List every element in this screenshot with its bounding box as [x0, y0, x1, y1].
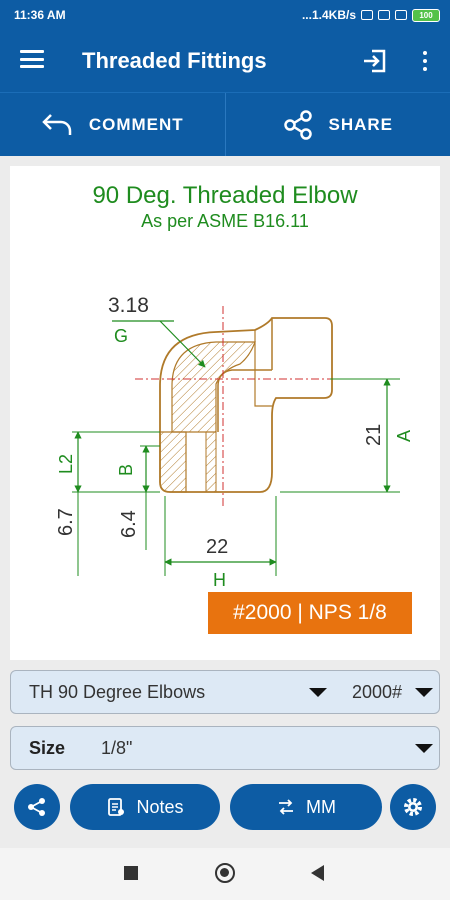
home-icon[interactable]: [215, 863, 235, 883]
notes-label: Notes: [136, 796, 184, 817]
settings-button[interactable]: [390, 784, 436, 830]
drawing-card: 90 Deg. Threaded Elbow As per ASME B16.1…: [10, 166, 440, 660]
dim-h-label: H: [213, 570, 226, 586]
comment-label: COMMENT: [88, 114, 184, 134]
dim-a-value: 21: [363, 424, 385, 446]
fitting-type-chevron-down-icon[interactable]: [309, 688, 327, 697]
comment-button[interactable]: COMMENT: [0, 93, 225, 156]
thread-wall: [205, 431, 217, 493]
class-size-badge: #2000 | NPS 1/8: [208, 592, 412, 634]
dim-g-value: 3.18: [108, 294, 149, 317]
page-title: Threaded Fittings: [82, 48, 267, 73]
class-chevron-down-icon[interactable]: [415, 688, 433, 697]
fitting-type-value: TH 90 Degree Elbows: [29, 682, 206, 702]
units-label: MM: [306, 796, 336, 817]
bluetooth-icon: [361, 10, 373, 20]
share-button[interactable]: SHARE: [224, 93, 450, 156]
status-icons: ...1.4KB/s 100: [302, 8, 440, 22]
share-label: SHARE: [328, 114, 393, 134]
hatched-wall-upper: [171, 341, 256, 433]
notes-icon: [108, 798, 125, 816]
units-toggle-button[interactable]: MM: [230, 784, 382, 830]
dim-b-label: B: [116, 464, 136, 476]
wifi-icon: [395, 10, 407, 20]
elbow-drawing: 3.18 G 21 A 22 H L2 6.7 B 6.4: [55, 294, 414, 586]
dim-l2-label: L2: [56, 454, 76, 474]
dim-b-value: 6.4: [118, 510, 140, 538]
back-icon[interactable]: [311, 865, 324, 881]
size-dropdown[interactable]: Size 1/8": [10, 726, 440, 770]
fitting-title: 90 Deg. Threaded Elbow: [92, 182, 358, 209]
app-bar: Threaded Fittings: [0, 30, 450, 92]
threaded-section: [159, 431, 187, 493]
share-icon: [284, 109, 313, 140]
dim-h-value: 22: [206, 536, 228, 558]
status-time: 11:36 AM: [14, 8, 66, 22]
more-options-icon[interactable]: [415, 46, 435, 76]
dim-g-label: G: [114, 326, 128, 346]
standard-subtitle: As per ASME B16.11: [141, 211, 309, 231]
gear-icon: [404, 798, 422, 816]
hamburger-menu-icon[interactable]: [20, 50, 44, 70]
size-label: Size: [29, 738, 66, 758]
class-value[interactable]: 2000#: [352, 682, 403, 702]
login-icon[interactable]: [360, 46, 390, 76]
share-icon: [28, 798, 45, 816]
battery-icon: 100: [412, 8, 440, 22]
dim-l2-value: 6.7: [55, 508, 77, 536]
network-speed: ...1.4KB/s: [301, 8, 356, 22]
dim-a-label: A: [394, 430, 414, 442]
share-round-button[interactable]: [14, 784, 60, 830]
notes-button[interactable]: Notes: [70, 784, 220, 830]
system-nav-bar: [0, 848, 450, 900]
socket-line-2: [254, 330, 272, 407]
size-value: 1/8": [101, 738, 133, 758]
swap-icon: [279, 799, 293, 815]
size-chevron-down-icon[interactable]: [415, 744, 433, 753]
bottom-button-row: Notes MM: [0, 784, 450, 832]
action-bar: COMMENT SHARE: [0, 92, 450, 156]
recent-apps-icon[interactable]: [124, 866, 138, 880]
status-bar: 11:36 AM ...1.4KB/s 100: [0, 0, 450, 30]
signal-icon: [378, 10, 390, 20]
fitting-type-dropdown[interactable]: TH 90 Degree Elbows 2000#: [10, 670, 440, 714]
reply-icon: [42, 113, 72, 135]
